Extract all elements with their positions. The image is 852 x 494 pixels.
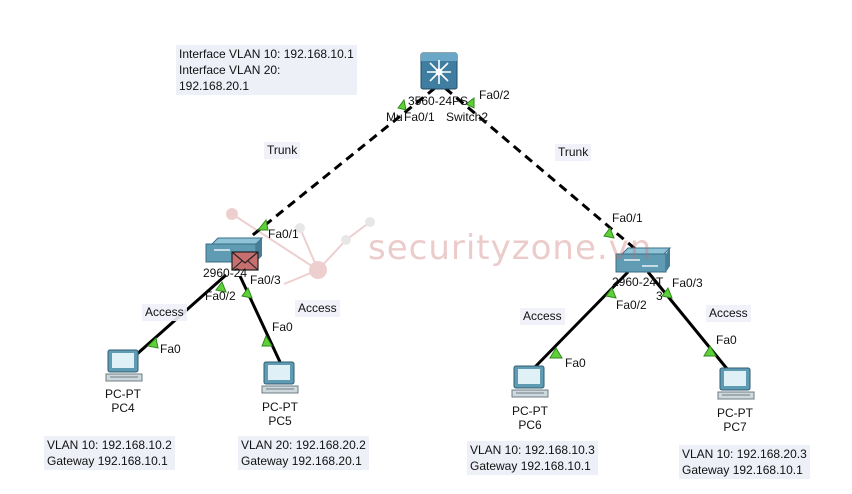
note-line: VLAN 10: 192.168.20.3 bbox=[682, 447, 807, 461]
pc6-note: VLAN 10: 192.168.10.3 Gateway 192.168.10… bbox=[467, 441, 598, 475]
port-label: Fa0/3 bbox=[672, 276, 703, 290]
device-name-partial: 3 bbox=[656, 289, 663, 303]
device-model-label: 2960-24T bbox=[612, 275, 664, 289]
note-line: Interface VLAN 10: 192.168.10.1 bbox=[179, 47, 354, 61]
note-line: Gateway 192.168.20.1 bbox=[241, 454, 362, 468]
port-label: Fa0/2 bbox=[205, 289, 236, 303]
pc4-note: VLAN 10: 192.168.10.2 Gateway 192.168.10… bbox=[44, 436, 175, 470]
pc-icon[interactable] bbox=[261, 361, 299, 394]
note-line: Interface VLAN 20: bbox=[179, 63, 281, 77]
port-label: Fa0 bbox=[272, 320, 293, 334]
device-name-label: PC5 bbox=[268, 414, 292, 428]
port-up-indicator bbox=[661, 286, 673, 299]
port-up-indicator bbox=[605, 286, 617, 299]
note-line: Gateway 192.168.10.1 bbox=[682, 463, 803, 477]
note-line: Gateway 192.168.10.1 bbox=[470, 459, 591, 473]
device-type-label: PC-PT bbox=[262, 400, 298, 414]
device-name-label: PC7 bbox=[723, 420, 747, 434]
link-label-access-pc4: Access bbox=[142, 304, 187, 321]
port-up-indicator bbox=[261, 334, 273, 347]
pc-icon[interactable] bbox=[105, 349, 143, 382]
port-up-indicator bbox=[146, 336, 159, 349]
link-label-access-pc7: Access bbox=[706, 305, 751, 322]
device-model-label: 2960-24 bbox=[203, 266, 248, 280]
multilayer-switch-icon[interactable] bbox=[420, 52, 458, 90]
port-up-indicator bbox=[465, 97, 475, 109]
pc-icon[interactable] bbox=[717, 367, 755, 400]
port-up-indicator bbox=[703, 345, 717, 357]
link-label-access-pc5: Access bbox=[295, 300, 340, 317]
port-label: Fa0 bbox=[565, 356, 586, 370]
device-name-label: PC4 bbox=[111, 401, 135, 415]
port-up-indicator bbox=[215, 280, 227, 293]
link-label-trunk-left: Trunk bbox=[264, 142, 301, 159]
switch-icon[interactable] bbox=[615, 247, 672, 273]
note-line: 192.168.20.1 bbox=[179, 79, 250, 93]
multilayer-switch-note: Interface VLAN 10: 192.168.10.1 Interfac… bbox=[176, 45, 357, 95]
port-up-indicator bbox=[256, 218, 269, 231]
note-line: VLAN 20: 192.168.20.2 bbox=[241, 438, 366, 452]
note-line: VLAN 10: 192.168.10.2 bbox=[47, 438, 172, 452]
device-name-label: PC6 bbox=[518, 418, 542, 432]
pc7-note: VLAN 10: 192.168.20.3 Gateway 192.168.10… bbox=[679, 445, 810, 479]
port-label: Fa0/3 bbox=[250, 273, 281, 287]
device-name-label: Switch2 bbox=[446, 110, 489, 124]
port-up-indicator bbox=[603, 226, 615, 239]
pc-icon[interactable] bbox=[511, 365, 549, 398]
pdu-envelope-icon[interactable] bbox=[231, 251, 259, 271]
port-label: Fa0/1 bbox=[612, 211, 643, 225]
port-indicators bbox=[146, 97, 717, 359]
device-type-label: PC-PT bbox=[717, 406, 753, 420]
trunk-link-right[interactable] bbox=[444, 86, 641, 255]
device-type-label: PC-PT bbox=[105, 387, 141, 401]
note-line: VLAN 10: 192.168.10.3 bbox=[470, 443, 595, 457]
port-label: Fa0 bbox=[716, 333, 737, 347]
device-name-partial: - bbox=[212, 278, 216, 292]
note-line: Gateway 192.168.10.1 bbox=[47, 454, 168, 468]
port-up-indicator bbox=[549, 347, 563, 359]
watermark-logo bbox=[226, 208, 375, 285]
pc5-label: PC-PT PC5 bbox=[259, 400, 301, 428]
access-link-pc5[interactable] bbox=[238, 275, 282, 363]
device-name-partial: Mu bbox=[386, 110, 403, 124]
link-label-trunk-right: Trunk bbox=[555, 144, 592, 161]
watermark-text: securityzone.vn bbox=[368, 228, 653, 268]
pc5-note: VLAN 20: 192.168.20.2 Gateway 192.168.20… bbox=[238, 436, 369, 470]
device-model-label: 3560-24PS bbox=[408, 94, 469, 108]
device-type-label: PC-PT bbox=[512, 404, 548, 418]
port-label: Fa0/2 bbox=[479, 88, 510, 102]
port-label: Fa0 bbox=[160, 342, 181, 356]
pc6-label: PC-PT PC6 bbox=[509, 404, 551, 432]
pc7-label: PC-PT PC7 bbox=[714, 406, 756, 434]
link-label-access-pc6: Access bbox=[520, 308, 565, 325]
pc4-label: PC-PT PC4 bbox=[102, 387, 144, 415]
port-up-indicator bbox=[241, 286, 253, 299]
port-label: Fa0/2 bbox=[616, 298, 647, 312]
port-up-indicator bbox=[397, 98, 407, 111]
port-label: Fa0/1 bbox=[404, 110, 435, 124]
port-label: Fa0/1 bbox=[268, 227, 299, 241]
